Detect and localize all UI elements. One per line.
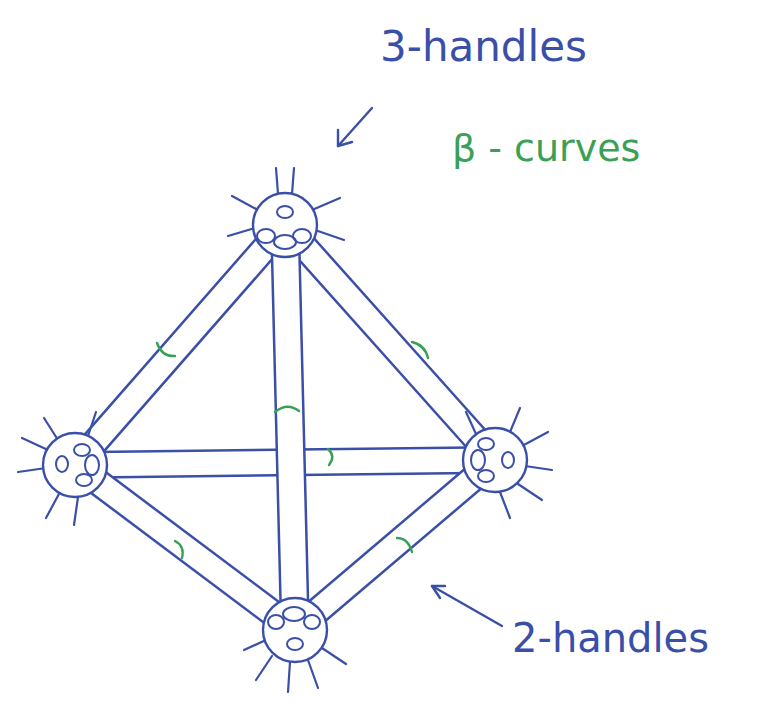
tube-inner	[75, 465, 295, 630]
tube	[285, 225, 495, 460]
tube-inner	[285, 225, 295, 630]
tube	[75, 225, 285, 465]
ball	[253, 193, 317, 257]
handle-label: 2-handles	[512, 616, 709, 660]
tube-inner	[75, 225, 285, 465]
ball	[43, 433, 107, 497]
ball	[263, 598, 327, 662]
tubes	[75, 225, 495, 630]
beta-curves	[157, 342, 428, 558]
spokes	[18, 168, 552, 692]
handle-label: 3-handles	[380, 24, 587, 70]
tube	[285, 225, 295, 630]
balls	[43, 193, 527, 662]
ball	[463, 428, 527, 492]
tube	[75, 465, 295, 630]
leader-arrows	[338, 108, 502, 626]
tube-inner	[285, 225, 495, 460]
curve-label: β - curves	[452, 128, 640, 170]
holes	[56, 206, 514, 650]
